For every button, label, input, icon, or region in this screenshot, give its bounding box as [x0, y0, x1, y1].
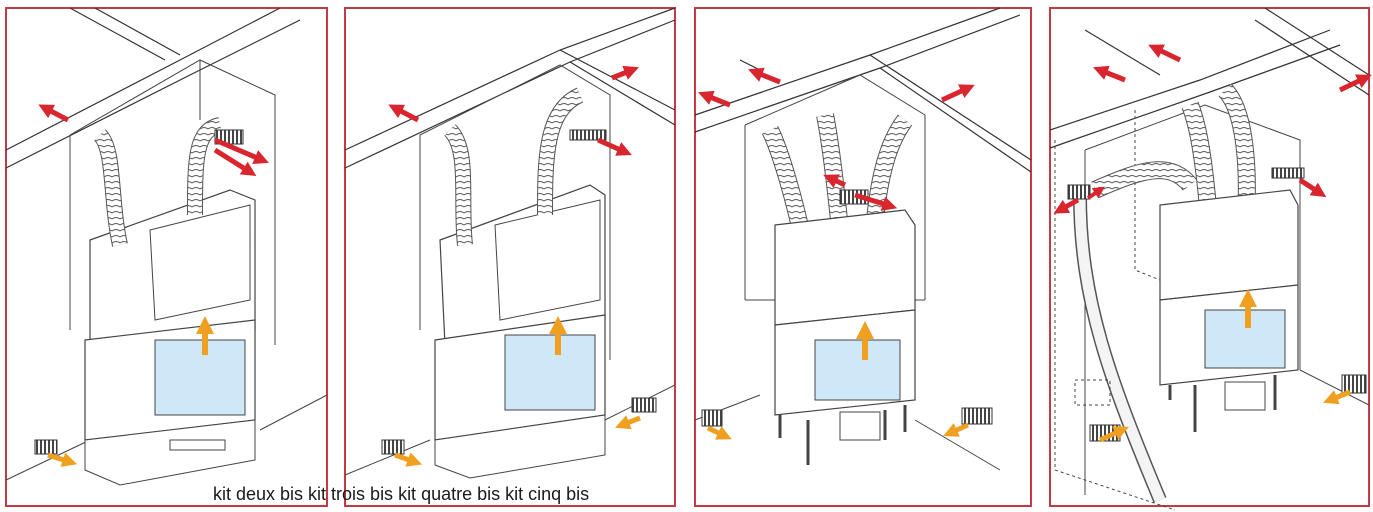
ceiling-beam	[344, 7, 676, 169]
fireplace-base	[84, 419, 256, 486]
diagram-panel-1	[5, 7, 328, 507]
hot-air-arrow	[698, 90, 731, 108]
diagram-panel-4	[1049, 7, 1372, 511]
dashed-wall	[1054, 110, 1176, 511]
hot-air-arrow	[596, 137, 632, 156]
cold-air-arrow	[47, 452, 78, 467]
air-vent	[1271, 167, 1305, 179]
air-vent	[34, 439, 58, 455]
room-wall	[69, 59, 276, 345]
hot-air-arrow	[748, 67, 781, 85]
fireplace-legs	[1168, 375, 1277, 432]
air-vent	[961, 407, 993, 425]
diagram-panel-3	[694, 7, 1032, 507]
hot-air-arrow	[214, 137, 269, 164]
ceiling-beam	[1049, 7, 1370, 149]
fireplace-drawer	[839, 411, 881, 441]
fireplace-glass	[814, 339, 901, 401]
air-vent	[701, 409, 723, 427]
air-vent	[631, 397, 657, 413]
cold-air-arrow	[1323, 389, 1351, 405]
hot-air-arrow	[1093, 65, 1126, 83]
diagram-panel-2	[344, 7, 676, 507]
air-vent	[1341, 374, 1367, 394]
hood	[1159, 189, 1299, 301]
ceiling-beam	[5, 7, 301, 169]
hot-air-arrow	[854, 192, 898, 211]
air-vent	[1067, 184, 1091, 200]
cold-air-arrow	[943, 422, 970, 437]
hot-air-arrow	[1338, 74, 1372, 93]
cold-air-arrow	[1098, 426, 1129, 443]
floor-line	[5, 394, 328, 481]
fireplace-drawer	[1224, 381, 1266, 411]
hot-air-arrow	[388, 104, 420, 123]
floor-line	[1299, 369, 1370, 406]
hot-air-arrow	[611, 65, 639, 81]
air-vent	[381, 439, 405, 455]
fireplace-base	[434, 414, 606, 479]
hood	[439, 184, 606, 346]
hot-air-arrow	[1148, 44, 1182, 63]
kit-caption: kit deux bis kit trois bis kit quatre bi…	[213, 484, 590, 504]
hot-air-arrow	[1053, 197, 1080, 214]
hood-panel	[149, 204, 251, 321]
hot-air-arrow	[1086, 186, 1105, 200]
fireplace-legs	[778, 405, 907, 465]
hot-air-arrow	[38, 104, 70, 123]
room-wall	[419, 64, 611, 360]
air-vent	[569, 129, 607, 141]
fireplace-glass	[504, 334, 596, 411]
ceiling-beam	[694, 7, 1032, 173]
hood	[774, 209, 916, 326]
cold-air-arrow	[706, 425, 732, 440]
cold-air-arrow	[394, 452, 423, 467]
hot-air-arrow	[213, 147, 257, 176]
fireplace-glass	[154, 339, 246, 416]
cold-air-arrow	[615, 415, 641, 430]
hot-air-arrow	[823, 174, 847, 188]
hot-air-arrow	[940, 84, 975, 103]
hot-air-arrow	[1298, 177, 1327, 198]
